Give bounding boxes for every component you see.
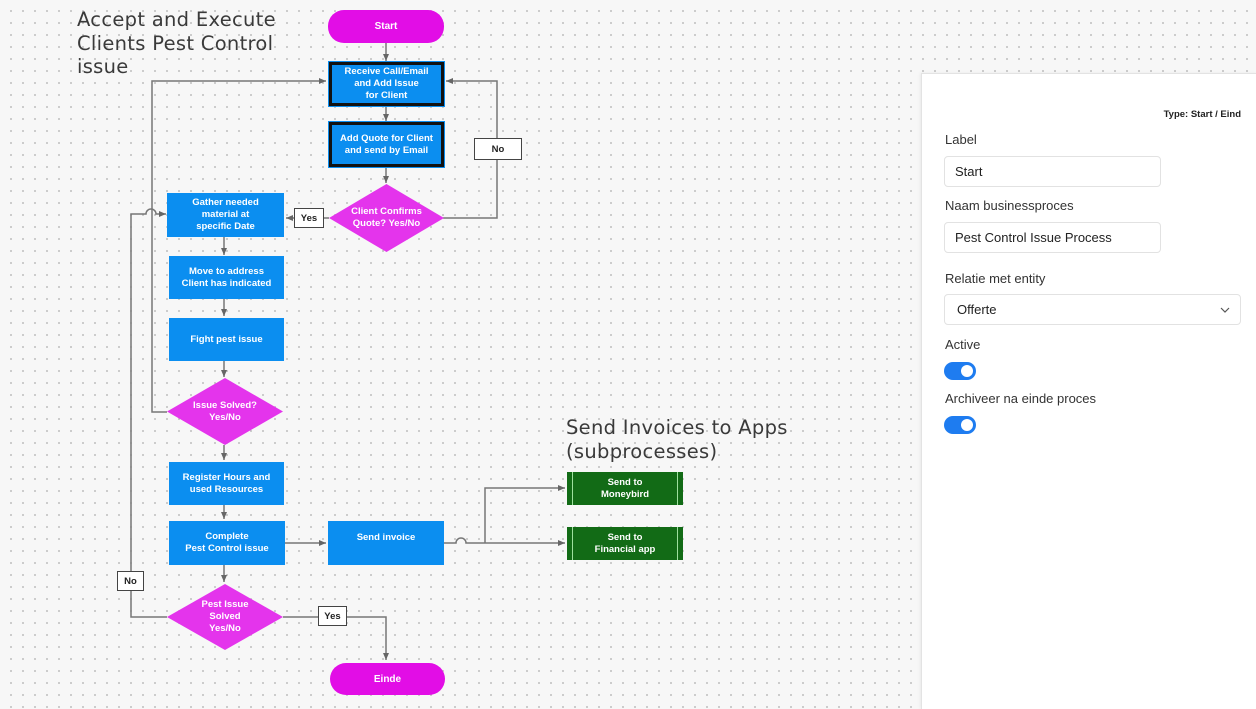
- einde-node[interactable]: Einde: [330, 663, 445, 695]
- flowchart-title: Accept and Execute Clients Pest Control …: [77, 8, 276, 78]
- pest-solved-decision[interactable]: Pest Issue Solved Yes/No: [167, 584, 283, 650]
- diamond-shape: [329, 184, 444, 252]
- edge-label-no[interactable]: No: [474, 138, 522, 160]
- label-field-label: Label: [945, 132, 977, 147]
- active-toggle[interactable]: [944, 362, 976, 380]
- send-invoice-node[interactable]: Send invoice: [328, 521, 444, 565]
- archive-toggle[interactable]: [944, 416, 976, 434]
- gather-material-node[interactable]: Gather needed material at specific Date: [167, 193, 284, 237]
- start-node[interactable]: Start: [328, 10, 444, 43]
- entity-select-value: Offerte: [957, 302, 997, 317]
- register-hours-node[interactable]: Register Hours and used Resources: [169, 462, 284, 505]
- businessprocess-field-label: Naam businessproces: [945, 198, 1074, 213]
- flowchart-canvas[interactable]: Accept and Execute Clients Pest Control …: [0, 0, 920, 708]
- decision-label: Pest Issue Solved Yes/No: [201, 599, 249, 634]
- properties-panel: Type: Start / Eind Label Start Naam busi…: [921, 73, 1256, 709]
- chevron-down-icon: [1220, 307, 1230, 313]
- client-confirms-decision[interactable]: Client Confirms Quote? Yes/No: [329, 184, 444, 252]
- active-field-label: Active: [945, 337, 981, 352]
- complete-node[interactable]: Complete Pest Control issue: [169, 521, 285, 565]
- businessprocess-input[interactable]: Pest Control Issue Process: [944, 222, 1161, 253]
- edge-label-yes[interactable]: Yes: [318, 606, 347, 626]
- subprocess-section-title: Send Invoices to Apps (subprocesses): [566, 416, 788, 463]
- fight-pest-node[interactable]: Fight pest issue: [169, 318, 284, 361]
- node-type-label: Type: Start / Eind: [1163, 109, 1241, 120]
- decision-label: Issue Solved? Yes/No: [193, 399, 257, 423]
- edge-label-yes[interactable]: Yes: [294, 208, 324, 228]
- issue-solved-decision[interactable]: Issue Solved? Yes/No: [167, 378, 283, 445]
- connector-lines: [130, 43, 565, 660]
- diamond-shape: [167, 378, 283, 445]
- decision-label: Client Confirms Quote? Yes/No: [351, 206, 422, 229]
- move-address-node[interactable]: Move to address Client has indicated: [169, 256, 284, 299]
- toggle-knob: [961, 365, 973, 377]
- send-financial-subprocess[interactable]: Send to Financial app: [567, 527, 683, 560]
- send-moneybird-subprocess[interactable]: Send to Moneybird: [567, 472, 683, 505]
- entity-select[interactable]: Offerte: [944, 294, 1241, 325]
- diamond-shape: [167, 584, 283, 650]
- archive-field-label: Archiveer na einde proces: [945, 391, 1097, 406]
- receive-call-node[interactable]: Receive Call/Email and Add Issue for Cli…: [328, 61, 445, 107]
- entity-field-label: Relatie met entity: [945, 271, 1046, 286]
- label-input[interactable]: Start: [944, 156, 1161, 187]
- toggle-knob: [961, 419, 973, 431]
- edge-label-no[interactable]: No: [117, 571, 144, 591]
- add-quote-node[interactable]: Add Quote for Client and send by Email: [328, 121, 445, 168]
